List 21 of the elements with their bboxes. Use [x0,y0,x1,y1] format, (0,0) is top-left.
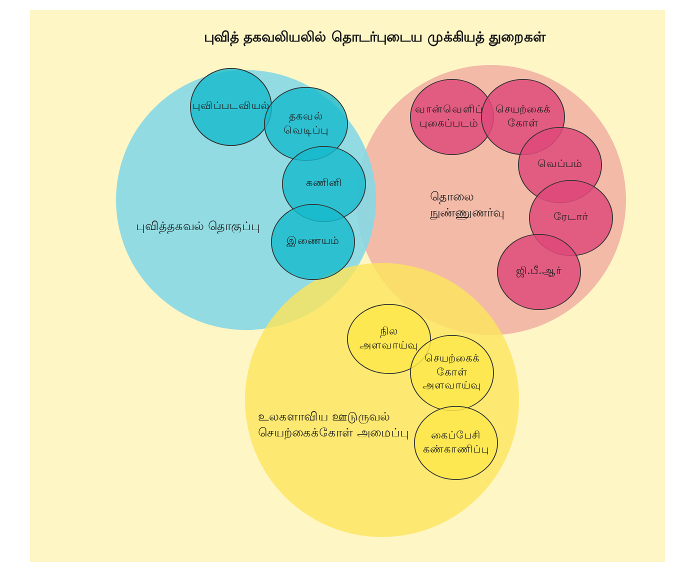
topic-circle [271,204,355,280]
topic-label: கைப்பேசி கண்காணிப்பு [423,429,489,457]
topic-label: ரேடார் [554,211,588,225]
group-label: புவித்தகவல் தொகுப்பு [136,219,260,235]
topic-label: இணையம் [286,235,340,249]
venn-circle [116,70,376,330]
topic-label: நில அளவாய்வு [360,325,418,353]
topic-label: வெப்பம் [538,158,582,172]
topic-label: செயற்கைக் கோள் [496,103,550,131]
topic-circle [190,68,272,146]
topic-label: ஜி.பீ.ஆர் [516,265,562,279]
topic-label: புவிப்படவியல் [192,100,270,114]
topic-circle [497,234,581,310]
topic-circle [414,406,498,480]
topic-label: தகவல் வெடிப்பு [284,110,328,138]
topic-label: செயற்கைக் கோள் அளவாய்வு [422,352,482,394]
group-label: தொலை நுண்ணுணர்வு [430,189,504,221]
group-label: உலகளாவிய ஊடுருவல் செயற்கைக்கோள் அமைப்பு [258,409,410,441]
diagram-title: புவித் தகவலியலில் தொடர்புடைய முக்கியத் துறைகள் [204,30,546,46]
topic-label: வான்வெளிப் புகைப்படம் [415,103,483,131]
topic-label: கணினி [306,177,342,191]
